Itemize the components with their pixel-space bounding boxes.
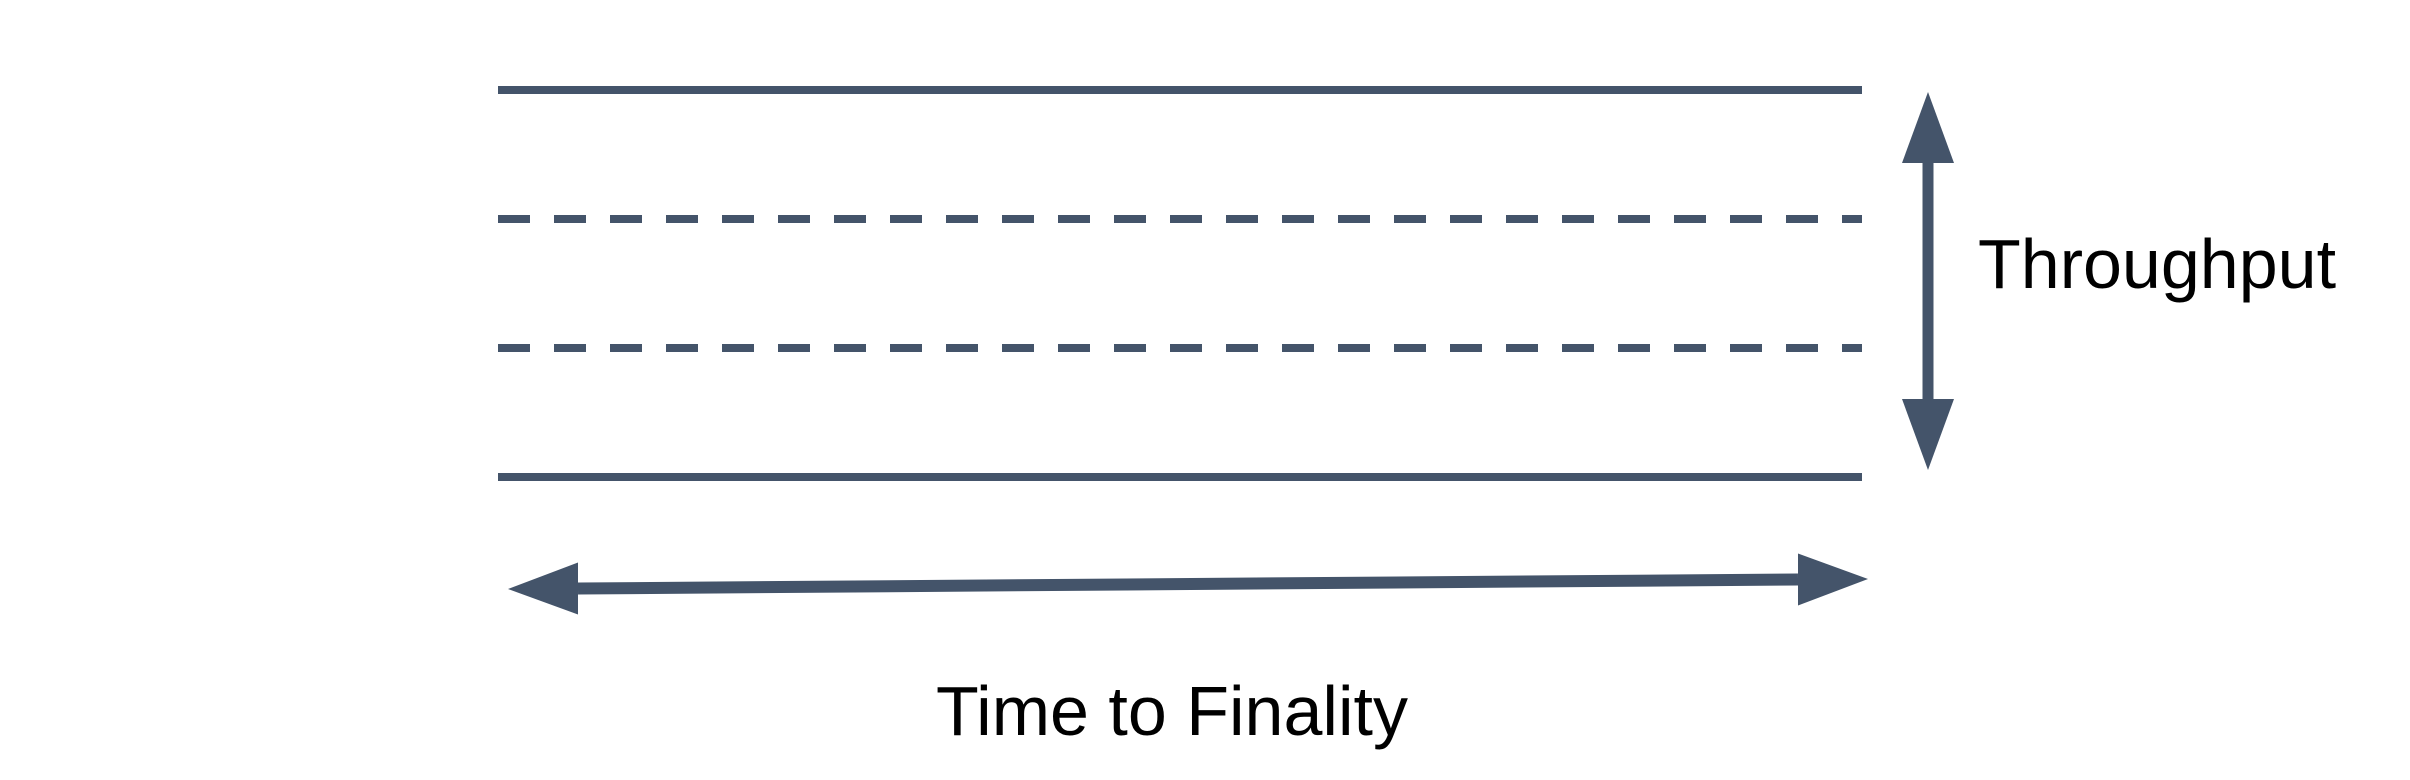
throughput-arrow-down-head-icon — [1902, 399, 1954, 470]
time-to-finality-label: Time to Finality — [936, 672, 1408, 750]
throughput-arrow-up-head-icon — [1902, 92, 1954, 163]
throughput-label: Throughput — [1978, 225, 2337, 303]
time-to-finality-arrow-right-head-icon — [1798, 553, 1868, 606]
throughput-arrow — [1902, 92, 1954, 470]
time-to-finality-arrow-shaft — [577, 573, 1799, 595]
time-to-finality-arrow-left-head-icon — [508, 562, 578, 615]
time-to-finality-arrow — [508, 553, 1868, 615]
